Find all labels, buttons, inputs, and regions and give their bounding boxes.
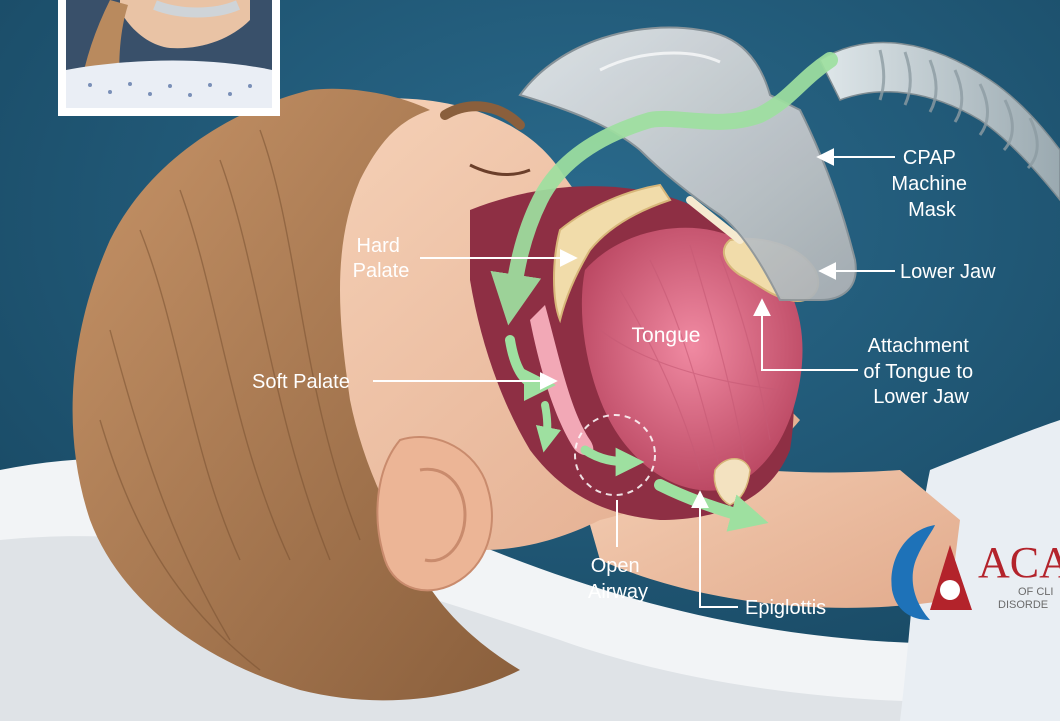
label-soft-palate: Soft Palate	[252, 371, 350, 393]
label-attachment-line3: Lower Jaw	[873, 386, 969, 408]
label-open-airway-line1: Open	[591, 555, 640, 577]
label-attachment: Attachment of Tongue to Lower Jaw	[863, 335, 978, 408]
logo-dot-icon	[940, 580, 960, 600]
logo-subtext-2: DISORDE	[998, 599, 1048, 611]
label-tongue: Tongue	[632, 324, 701, 347]
label-cpap-mask-line3: Mask	[908, 199, 957, 221]
label-epiglottis: Epiglottis	[745, 597, 826, 619]
label-lower-jaw: Lower Jaw	[900, 261, 996, 283]
label-cpap-mask-line1: CPAP	[903, 147, 956, 169]
logo-subtext-1: OF CLI	[1018, 586, 1053, 598]
label-open-airway-line2: Airway	[588, 581, 648, 603]
label-attachment-line1: Attachment	[868, 335, 970, 357]
logo-text: ACA	[978, 538, 1060, 587]
inset-photo	[58, 0, 280, 116]
label-cpap-mask-line2: Machine	[891, 173, 967, 195]
label-hard-palate-line2: Palate	[353, 260, 410, 282]
label-hard-palate-line1: Hard	[357, 235, 400, 257]
label-attachment-line2: of Tongue to	[863, 361, 973, 383]
